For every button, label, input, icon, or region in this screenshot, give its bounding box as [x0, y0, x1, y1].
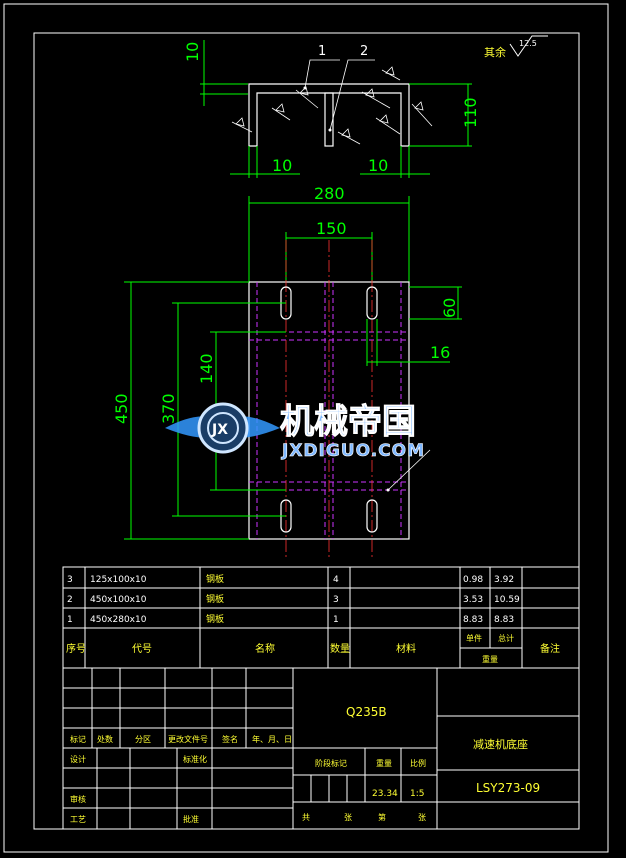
dim-height-370: 370 [159, 393, 178, 424]
dim-height-450: 450 [112, 393, 131, 424]
watermark-logo-text: JX [211, 422, 228, 438]
title-block [62, 566, 580, 830]
tb-approve: 批准 [183, 814, 199, 824]
bom-header-note: 备注 [540, 642, 560, 655]
dim-height-140: 140 [197, 353, 216, 384]
watermark-subtitle: JXDIGUO.COM [281, 441, 425, 461]
tb-count: 处数 [97, 734, 113, 744]
tb-weight-value: 23.34 [372, 789, 398, 799]
dim-top-thickness: 10 [183, 42, 202, 62]
bom-header: 序号 代号 名称 数量 材料 单件 总计 重量 备注 [66, 633, 560, 664]
bom-header-code: 代号 [132, 643, 152, 655]
bom-row-3: 3 125x100x10 钢板 4 0.98 3.92 [67, 573, 514, 585]
dim-height-110: 110 [461, 97, 480, 128]
part-label-1: 1 [318, 44, 326, 59]
bom-code: 125x100x10 [90, 575, 147, 585]
bom-unit: 8.83 [463, 615, 483, 625]
dim-slot-60: 60 [440, 298, 459, 318]
bom-row-1: 1 450x280x10 钢板 1 8.83 8.83 [67, 613, 514, 625]
bom-header-qty: 数量 [330, 642, 350, 655]
bom-name: 钢板 [206, 613, 224, 625]
tb-check: 审核 [70, 794, 86, 804]
tb-date: 年、月、日 [252, 734, 292, 744]
tb-sheets: 张 [344, 813, 352, 822]
tb-sheet: 张 [418, 813, 426, 822]
bom-no: 1 [67, 615, 73, 625]
dim-slot-16: 16 [430, 343, 450, 362]
tb-part-name: 减速机底座 [473, 737, 528, 751]
bom-name: 钢板 [206, 573, 224, 585]
bom-row-2: 2 450x100x10 钢板 3 3.53 10.59 [67, 593, 520, 605]
tb-weight-label: 重量 [376, 758, 392, 768]
tb-scale-value: 1:5 [410, 789, 424, 799]
bom-header-unit: 单件 [466, 633, 482, 643]
dim-left-10: 10 [272, 156, 292, 175]
tb-sign: 签名 [222, 734, 238, 744]
bom-unit: 3.53 [463, 595, 483, 605]
title-block-text: 标记 处数 分区 更改文件号 签名 年、月、日 设计 标准化 审核 工艺 批准 … [70, 734, 528, 824]
bom-unit: 0.98 [463, 575, 483, 585]
roughness-value: 12.5 [519, 39, 537, 48]
tb-mark: 标记 [70, 734, 86, 744]
tb-drawing-no: LSY273-09 [476, 781, 540, 795]
bom-header-weight: 重量 [482, 654, 498, 664]
part-label-2: 2 [360, 44, 368, 59]
bom-header-no: 序号 [66, 642, 86, 655]
bom-total: 10.59 [494, 595, 520, 605]
bom-name: 钢板 [206, 593, 224, 605]
roughness-label: 其余 [484, 45, 506, 59]
bom-qty: 4 [333, 575, 339, 585]
bom-header-material: 材料 [396, 642, 416, 655]
dim-width-280: 280 [314, 184, 345, 203]
tb-change-doc: 更改文件号 [168, 734, 208, 744]
tb-process: 工艺 [70, 815, 86, 824]
bom-no: 2 [67, 595, 73, 605]
tb-design: 设计 [70, 754, 86, 764]
bom-no: 3 [67, 575, 73, 585]
bom-header-name: 名称 [255, 642, 275, 655]
bom-qty: 1 [333, 615, 339, 625]
watermark-title: 机械帝国 [280, 402, 416, 442]
outer-frame [3, 3, 609, 853]
tb-standard: 标准化 [183, 754, 207, 764]
roughness-symbol: 其余 12.5 [484, 35, 548, 59]
tb-stage-mark: 阶段标记 [315, 758, 347, 768]
tb-zone: 分区 [135, 735, 151, 744]
bom-header-total: 总计 [498, 633, 514, 643]
dim-right-10: 10 [368, 156, 388, 175]
watermark-gear-icon [197, 402, 249, 454]
tb-sheets-total: 共 [302, 813, 310, 822]
bom-table: 3 125x100x10 钢板 4 0.98 3.92 2 450x100x10… [66, 573, 560, 664]
tb-material: Q235B [346, 705, 387, 719]
plan-view: 280 150 [112, 184, 462, 560]
tb-sheet-no: 第 [378, 812, 386, 822]
bom-code: 450x280x10 [90, 615, 147, 625]
dim-width-150: 150 [316, 219, 347, 238]
watermark: JX 机械帝国 JXDIGUO.COM [165, 402, 425, 461]
bom-qty: 3 [333, 595, 339, 605]
bom-code: 450x100x10 [90, 595, 147, 605]
tb-scale-label: 比例 [410, 758, 426, 768]
section-view: 10 1 2 110 [183, 40, 480, 178]
bom-total: 3.92 [494, 575, 514, 585]
bom-total: 8.83 [494, 615, 514, 625]
